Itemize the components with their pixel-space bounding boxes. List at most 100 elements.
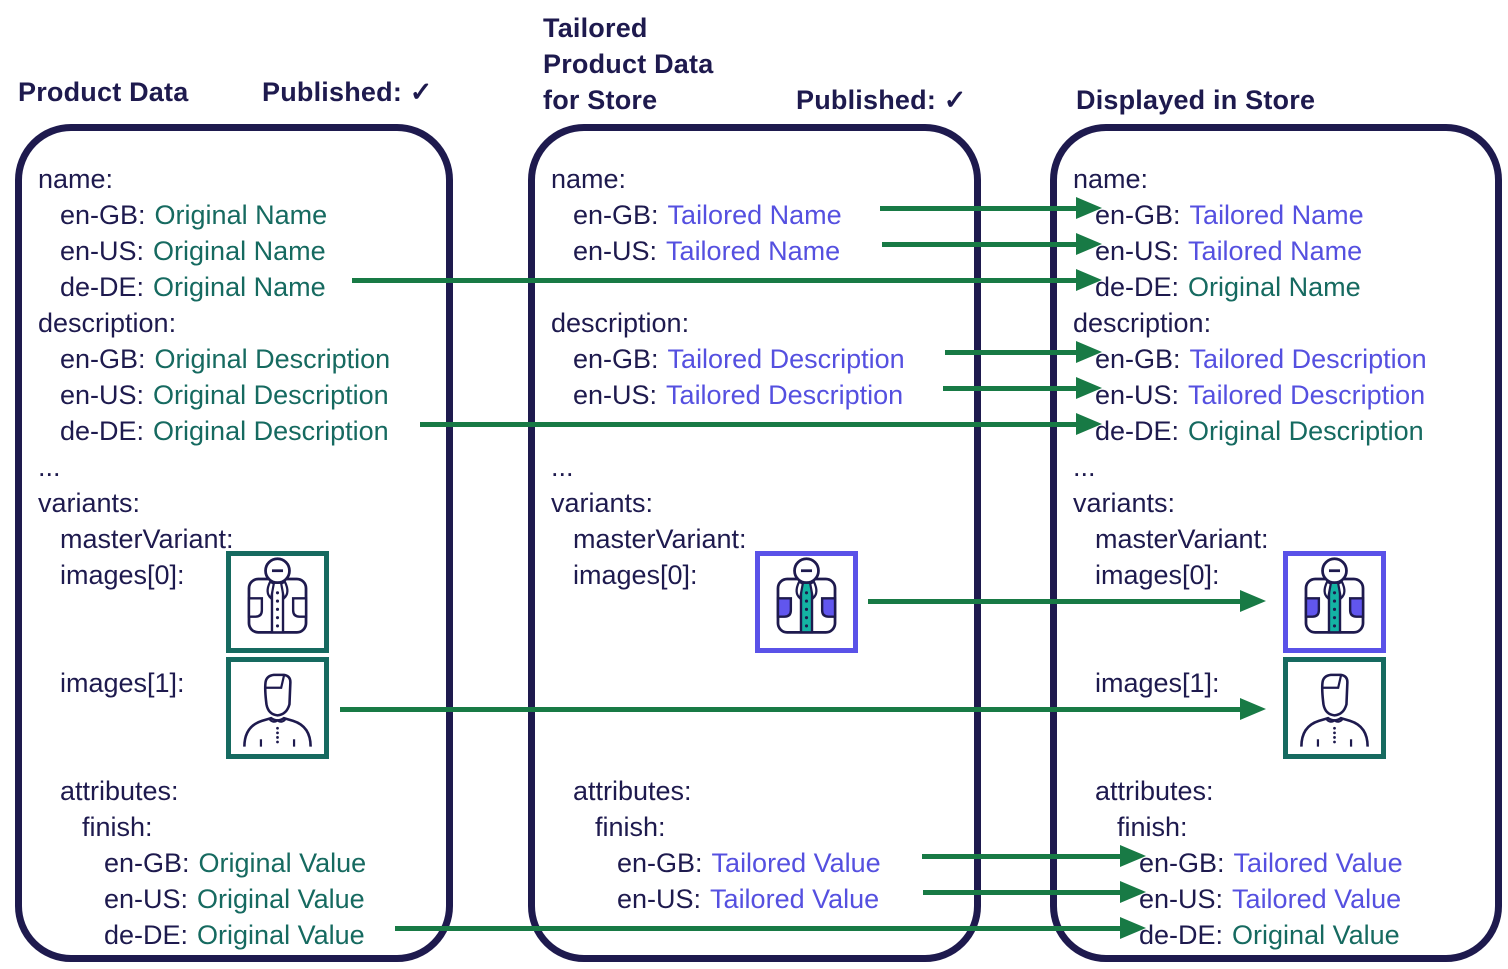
field-key: en-US: xyxy=(573,380,658,410)
field-value-original: Original Description xyxy=(154,344,391,374)
flow-arrow-finish-de-DE xyxy=(395,926,1124,931)
flow-arrow-images-0 xyxy=(868,599,1244,604)
field-value-tailored: Tailored Value xyxy=(710,884,880,914)
field-row-product-data-deDE: de-DE:Original Description xyxy=(22,413,446,449)
shirt-image-box-original xyxy=(226,551,329,653)
flow-arrow-images-1 xyxy=(340,707,1244,712)
field-key: en-US: xyxy=(60,380,145,410)
field-key: attributes: xyxy=(1095,776,1214,806)
field-value-original: Original Name xyxy=(153,236,326,266)
field-key: variants: xyxy=(551,488,654,518)
field-row-displayed-in-store-attributes: attributes: xyxy=(1057,773,1495,809)
field-value-original: Original Description xyxy=(153,380,389,410)
flow-arrowhead-finish-en-GB xyxy=(1120,845,1146,867)
flow-arrow-description-en-GB xyxy=(945,350,1080,355)
field-row-tailored-product-data-for-store-masterVariant: masterVariant: xyxy=(535,521,974,557)
field-key: finish: xyxy=(595,812,666,842)
field-row-displayed-in-store-variants: variants: xyxy=(1057,485,1495,521)
person-icon xyxy=(1300,673,1369,747)
panel-title-displayed-in-store: Displayed in Store xyxy=(1076,85,1316,115)
field-key: images[0]: xyxy=(1095,560,1220,590)
field-row-tailored-product-data-for-store-description: description: xyxy=(535,305,974,341)
field-key: masterVariant: xyxy=(573,524,747,554)
field-key: name: xyxy=(551,164,627,194)
field-key: en-GB: xyxy=(573,200,659,230)
field-row-product-data-enGB: en-GB:Original Value xyxy=(22,845,446,881)
field-row-tailored-product-data-for-store-enUS: en-US: Tailored Description xyxy=(535,377,974,413)
field-row-tailored-product-data-for-store-: ... xyxy=(535,449,974,485)
person-icon xyxy=(243,673,312,747)
field-row-displayed-in-store-deDE: de-DE: Original Value xyxy=(1057,917,1495,953)
field-value-original: Original Value xyxy=(197,920,365,950)
field-row-displayed-in-store-deDE: de-DE: Original Name xyxy=(1057,269,1495,305)
field-key: name: xyxy=(38,164,114,194)
field-value-tailored: Tailored Name xyxy=(1188,236,1363,266)
field-value-original: Original Value xyxy=(198,848,367,878)
field-key: de-DE: xyxy=(104,920,189,950)
field-row-displayed-in-store-description: description: xyxy=(1057,305,1495,341)
field-row-product-data-masterVariant: masterVariant: xyxy=(22,521,446,557)
field-key: images[0]: xyxy=(60,560,185,590)
field-key: ... xyxy=(38,452,61,482)
field-value-original: Original Name xyxy=(153,272,326,302)
field-key: ... xyxy=(1073,452,1096,482)
panel-displayed-in-store: name: en-GB: Tailored Name en-US: Tailored N… xyxy=(1050,124,1502,962)
field-value-original: Original Description xyxy=(1188,416,1424,446)
panel-title-product-data: Product Data xyxy=(18,77,189,107)
field-row-displayed-in-store-enUS: en-US:Tailored Value xyxy=(1057,881,1495,917)
field-row-product-data-images0: images[0]: xyxy=(22,557,446,593)
field-key: masterVariant: xyxy=(1095,524,1269,554)
field-row-product-data-attributes: attributes: xyxy=(22,773,446,809)
flow-arrow-finish-en-US xyxy=(923,890,1124,895)
flow-arrow-name-de-DE xyxy=(352,278,1080,283)
field-row-product-data-enGB: en-GB:Original Description xyxy=(22,341,446,377)
field-key: de-DE: xyxy=(1095,272,1180,302)
field-row-product-data-deDE: de-DE: Original Value xyxy=(22,917,446,953)
field-key: finish: xyxy=(82,812,153,842)
field-value-original: Original Value xyxy=(1232,920,1400,950)
person-image-box-original xyxy=(226,657,329,759)
field-value-tailored: Tailored Name xyxy=(1189,200,1364,230)
field-key: images[1]: xyxy=(1095,668,1220,698)
field-key: description: xyxy=(1073,308,1212,338)
flow-arrow-description-de-DE xyxy=(420,422,1080,427)
published-status-product: Published: ✓ xyxy=(262,77,433,107)
field-key: masterVariant: xyxy=(60,524,234,554)
flow-arrowhead-images-1 xyxy=(1240,698,1266,720)
field-key: en-US: xyxy=(617,884,702,914)
field-row-tailored-product-data-for-store-enUS: en-US: Tailored Value xyxy=(535,881,974,917)
field-row-displayed-in-store-enGB: en-GB:Tailored Value xyxy=(1057,845,1495,881)
flow-arrowhead-name-en-GB xyxy=(1076,197,1102,219)
person-image-box-original xyxy=(1283,657,1386,759)
field-row-tailored-product-data-for-store-attributes: attributes: xyxy=(535,773,974,809)
shirt-image-box-tailored xyxy=(755,551,858,653)
field-row-tailored-product-data-for-store-finish: finish: xyxy=(535,809,974,845)
field-row-tailored-product-data-for-store-enGB: en-GB:Tailored Name xyxy=(535,197,974,233)
field-row-product-data-name: name: xyxy=(22,161,446,197)
field-row-displayed-in-store-name: name: xyxy=(1057,161,1495,197)
field-key: en-GB: xyxy=(1139,848,1225,878)
field-key: de-DE: xyxy=(60,272,145,302)
field-value-original: Original Name xyxy=(154,200,328,230)
field-key: en-US: xyxy=(1139,884,1224,914)
field-value-tailored: Tailored Description xyxy=(667,344,905,374)
shirt-icon xyxy=(1304,557,1365,634)
field-value-original: Original Name xyxy=(1188,272,1361,302)
field-value-tailored: Tailored Description xyxy=(666,380,904,410)
field-key: de-DE: xyxy=(1139,920,1224,950)
field-value-tailored: Tailored Description xyxy=(1188,380,1426,410)
field-row-tailored-product-data-for-store-enGB: en-GB:Tailored Description xyxy=(535,341,974,377)
field-row-tailored-product-data-for-store-enGB: en-GB:Tailored Value xyxy=(535,845,974,881)
field-row-displayed-in-store-: ... xyxy=(1057,449,1495,485)
flow-arrow-name-en-US xyxy=(882,242,1080,247)
field-key: attributes: xyxy=(60,776,179,806)
field-key: images[0]: xyxy=(573,560,698,590)
field-row-displayed-in-store-images1: images[1]: xyxy=(1057,665,1495,701)
flow-arrow-description-en-US xyxy=(943,386,1080,391)
flow-arrowhead-description-en-GB xyxy=(1076,341,1102,363)
title-line: Product Data xyxy=(543,49,714,79)
flow-arrowhead-name-de-DE xyxy=(1076,269,1102,291)
